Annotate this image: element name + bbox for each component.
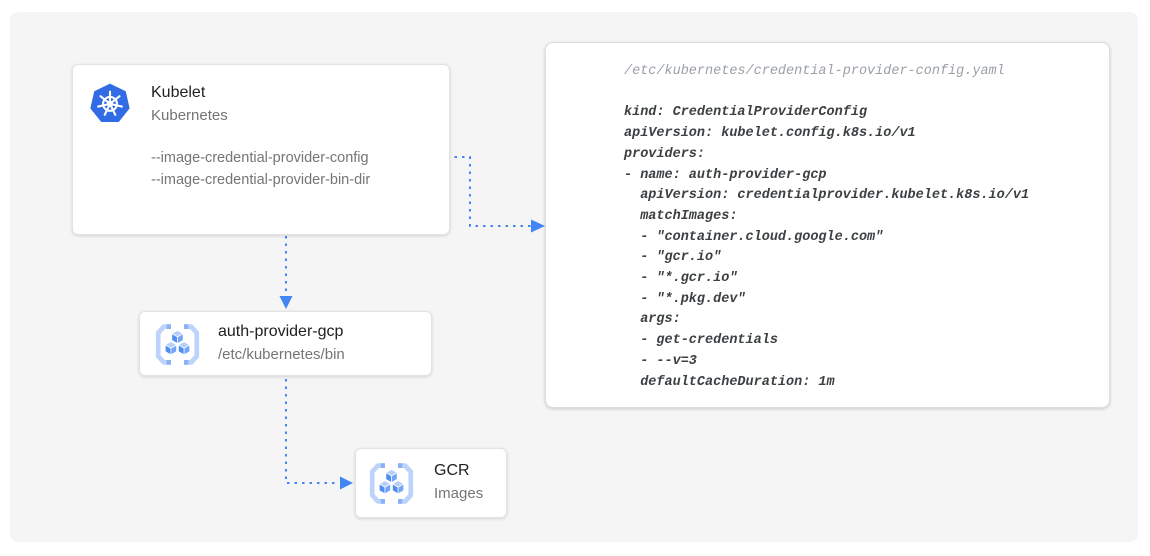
gcr-subtitle: Images: [434, 485, 484, 502]
flag-image-credential-provider-bin-dir: --image-credential-provider-bin-dir: [151, 172, 371, 188]
kubelet-flags: --image-credential-provider-config --ima…: [151, 147, 370, 191]
kubernetes-icon: [89, 82, 131, 124]
yaml-line: - "container.cloud.google.com": [624, 229, 884, 245]
config-file-path: /etc/kubernetes/credential-provider-conf…: [624, 64, 1005, 79]
yaml-line: providers:: [624, 146, 706, 162]
yaml-line: - "*.gcr.io": [624, 271, 738, 287]
kubelet-title: Kubelet: [151, 84, 206, 101]
yaml-line: matchImages:: [624, 208, 738, 224]
auth-provider-gcp-title: auth-provider-gcp: [218, 323, 344, 340]
gcr-icon: [154, 321, 201, 368]
yaml-line: args:: [624, 312, 681, 328]
yaml-line: - get-credentials: [624, 333, 778, 349]
yaml-line: kind: CredentialProviderConfig: [624, 105, 868, 121]
yaml-line: - --v=3: [624, 353, 697, 369]
kubelet-subtitle: Kubernetes: [151, 107, 228, 124]
kubelet-node: Kubelet Kubernetes --image-credential-pr…: [72, 64, 450, 235]
yaml-blank-line: [624, 83, 1099, 104]
flag-image-credential-provider-config: --image-credential-provider-config: [151, 150, 369, 166]
gcr-icon: [368, 460, 415, 507]
yaml-line: apiVersion: credentialprovider.kubelet.k…: [624, 188, 1030, 204]
yaml-line: - name: auth-provider-gcp: [624, 167, 827, 183]
auth-provider-gcp-path: /etc/kubernetes/bin: [218, 346, 345, 363]
yaml-line: apiVersion: kubelet.config.k8s.io/v1: [624, 126, 916, 142]
yaml-line: defaultCacheDuration: 1m: [624, 374, 835, 390]
yaml-line: - "*.pkg.dev": [624, 291, 746, 307]
yaml-line: - "gcr.io": [624, 250, 722, 266]
gcr-node: GCR Images: [355, 448, 507, 518]
config-file-panel: /etc/kubernetes/credential-provider-conf…: [545, 42, 1110, 408]
auth-provider-gcp-node: auth-provider-gcp /etc/kubernetes/bin: [139, 311, 432, 376]
gcr-title: GCR: [434, 462, 470, 479]
